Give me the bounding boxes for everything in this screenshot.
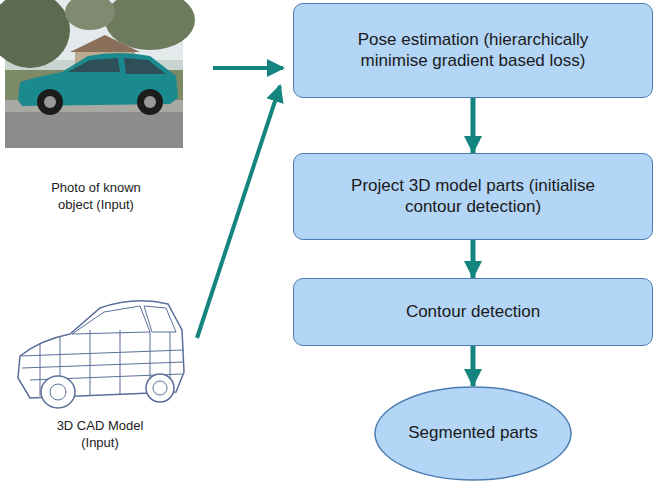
output-ellipse: Segmented parts [374,386,572,481]
input-arrow [197,86,280,338]
car-photo [0,0,195,148]
node-text: Project 3D model parts (initialise conto… [342,176,604,217]
process-box: Project 3D model parts (initialise conto… [293,153,653,240]
input-arrow [213,66,283,70]
ellipse-shape [375,387,571,480]
flow-arrow [471,98,476,153]
input-caption: Photo of known object (Input) [50,180,142,214]
cad-wireframe [18,301,184,408]
flow-arrow [471,240,476,278]
process-box: Contour detection [293,278,653,346]
process-box: Pose estimation (hierarchically minimise… [293,3,653,98]
node-text: Contour detection [406,302,540,322]
node-text: Pose estimation (hierarchically minimise… [353,30,593,71]
flow-arrow [471,346,476,386]
input-caption: 3D CAD Model (Input) [48,418,152,452]
node-text: Segmented parts [408,423,537,443]
